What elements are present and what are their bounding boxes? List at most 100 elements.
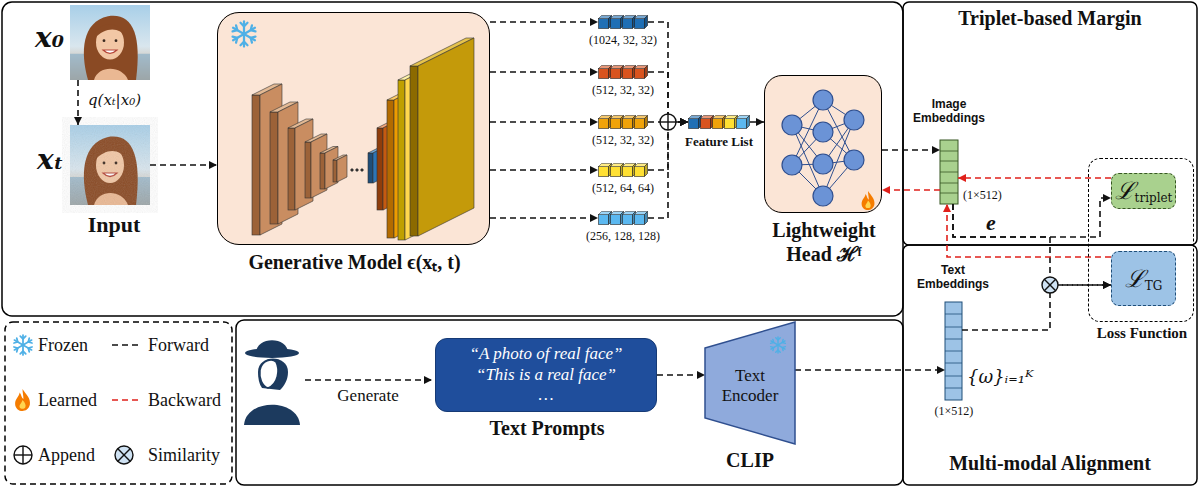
noisy-image: xₜ (70, 125, 150, 205)
embedding-vectors (940, 140, 958, 204)
append-symbol (660, 114, 676, 130)
model-fill (217, 12, 882, 245)
append-symbol (660, 114, 676, 130)
neural-net (782, 155, 802, 175)
neural-net (844, 110, 864, 130)
text-prompts: “A photo of real face”“This is a real fa… (435, 338, 657, 412)
embedding-vectors (940, 151, 958, 193)
embedding-vectors (945, 376, 962, 377)
neural-net (792, 100, 854, 196)
frozen-icon (231, 21, 256, 46)
feature-cubes (599, 16, 612, 29)
network-layers (418, 38, 474, 236)
legend-label: Forward (148, 334, 209, 356)
math-symbol: {ω}ᵢ₌₁ᴷ (967, 366, 1039, 387)
prompt-text: … (538, 385, 553, 405)
legend-samples (13, 335, 33, 355)
generate-arrow (305, 379, 432, 381)
forward-arrow (77, 80, 79, 125)
embedding-vectors (940, 193, 958, 194)
loss-subscript: triplet (1135, 192, 1173, 204)
backward-arrow (947, 204, 1111, 257)
arrow-label: Generate (318, 386, 418, 406)
embedding-vectors (945, 314, 962, 388)
network-layers (361, 169, 364, 172)
feature-cubes (635, 116, 648, 129)
vector-title: Image Embeddings (908, 98, 990, 126)
feature-cubes (623, 164, 636, 177)
embedding-vectors (945, 327, 962, 328)
feature-tensor: (512, 32, 32) (598, 114, 648, 130)
person-icon (260, 360, 278, 388)
tensor-shape: (512, 32, 32) (576, 83, 670, 97)
similarity-symbol (1044, 279, 1055, 290)
loss-symbol: ℒ (1125, 267, 1145, 291)
legend-samples (14, 446, 32, 464)
tg-loss: ℒTG (1111, 251, 1176, 306)
tensor-shape: (256, 128, 128) (576, 229, 670, 243)
lightweight-head: Lightweight Head ℋᶠ (764, 75, 882, 213)
network-layers (377, 128, 383, 210)
feature-cubes (623, 66, 636, 79)
neural-net (813, 122, 833, 142)
legend-label: Similarity (148, 444, 220, 466)
feature-cubes (623, 212, 636, 225)
neural-net (782, 90, 864, 206)
feature-cubes (713, 116, 726, 129)
panel-frames (903, 245, 1197, 485)
loss-group: ℒtripletℒTGLoss Function (1088, 158, 1194, 322)
module-title: Generative Model ϵ(xₜ, t) (198, 250, 511, 274)
panel-caption: Input (74, 212, 154, 238)
network-layers (410, 66, 418, 236)
person-icon (256, 340, 288, 353)
forward-arrow (490, 169, 598, 171)
network-layers (270, 112, 278, 224)
feature-tensor: (256, 128, 128) (598, 210, 648, 226)
network-layers (288, 128, 295, 210)
network-layers (252, 95, 260, 235)
feature-cubes (599, 212, 612, 225)
input-photos (70, 125, 150, 205)
neural-net (844, 150, 864, 170)
panel-frames (2, 2, 903, 316)
text-embedding: Text Embeddings(1×512) (945, 302, 962, 400)
forward-arrow (750, 121, 764, 123)
feature-cubes (611, 66, 624, 79)
legend-samples (115, 446, 133, 464)
feature-cubes (599, 164, 612, 177)
neural-net (813, 186, 833, 206)
forward-arrow (490, 21, 598, 23)
model-fill (764, 75, 882, 213)
feature-cubes (611, 212, 624, 225)
legend-samples (118, 449, 131, 462)
feature-cubes (599, 116, 612, 129)
encoder-label: Text Encoder (714, 366, 786, 405)
frozen-icon (770, 337, 786, 353)
embedding-vectors (945, 363, 962, 364)
neural-net (813, 90, 833, 110)
image-embedding: Image Embeddings(1×512) (940, 140, 958, 204)
input-photos (70, 5, 150, 205)
learned-icon (862, 191, 875, 210)
network-layers (356, 169, 359, 172)
legend-label: Learned (38, 389, 97, 411)
embedding-vectors (945, 388, 962, 389)
feature-cubes (611, 116, 624, 129)
generative-model: Generative Model ϵ(xₜ, t) (217, 12, 490, 245)
vector-size: (1×512) (928, 404, 980, 418)
embedding-vectors (945, 302, 962, 400)
feature-cubes (725, 116, 738, 129)
network-layers (398, 80, 405, 240)
forward-arrow (490, 217, 598, 219)
network-layers (295, 119, 313, 210)
feature-tensor: (512, 32, 32) (598, 64, 648, 80)
backward-arrow (882, 189, 940, 191)
network-layers (252, 38, 474, 240)
network-layers (351, 169, 354, 172)
clip-encoder: Text EncoderCLIP (705, 322, 795, 444)
neural-net (782, 90, 864, 206)
feature-cubes (623, 16, 636, 29)
group-title: Loss Function (1089, 325, 1195, 342)
